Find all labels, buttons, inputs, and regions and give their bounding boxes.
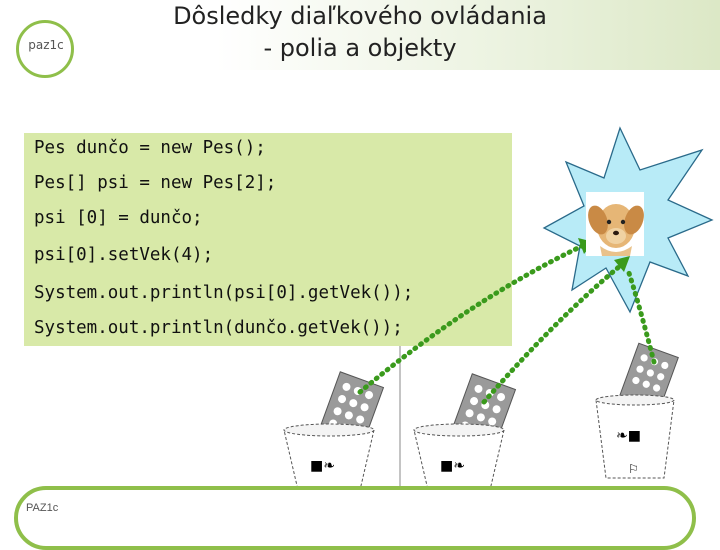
code-line-4: psi[0].setVek(4); — [34, 245, 214, 265]
logo-text: paz1c — [28, 38, 64, 52]
footer-label: PAZ1c — [26, 502, 59, 514]
code-line-6: System.out.println(dunčo.getVek()); — [34, 318, 403, 338]
code-line-5: System.out.println(psi[0].getVek()); — [34, 283, 414, 303]
code-line-1: Pes dunčo = new Pes(); — [34, 138, 266, 158]
code-line-2: Pes[] psi = new Pes[2]; — [34, 173, 277, 193]
slide-title-line2: - polia a objekty — [263, 34, 457, 62]
reference-arrow-1 — [357, 243, 585, 395]
cup-2-symbol: ■❧ — [440, 458, 465, 474]
header-band — [0, 0, 720, 70]
cup-1-symbol: ■❧ — [310, 458, 335, 474]
reference-arrow-3 — [625, 267, 657, 365]
slide-title-line1: Dôsledky diaľkového ovládania — [173, 2, 547, 30]
reference-arrow-2 — [481, 263, 623, 405]
code-block — [24, 133, 512, 346]
cup-1 — [283, 423, 375, 491]
cup-2 — [413, 423, 505, 491]
footer-bar — [14, 486, 696, 550]
logo-badge — [16, 20, 74, 78]
dog-picture — [586, 192, 644, 256]
reference-arrow-2-head — [614, 256, 630, 272]
cup-3 — [595, 394, 675, 479]
cup-3-symbol: ❧■ — [616, 428, 641, 444]
code-line-3: psi [0] = dunčo; — [34, 208, 203, 228]
cup-3-tag: ⚐ — [628, 462, 639, 476]
